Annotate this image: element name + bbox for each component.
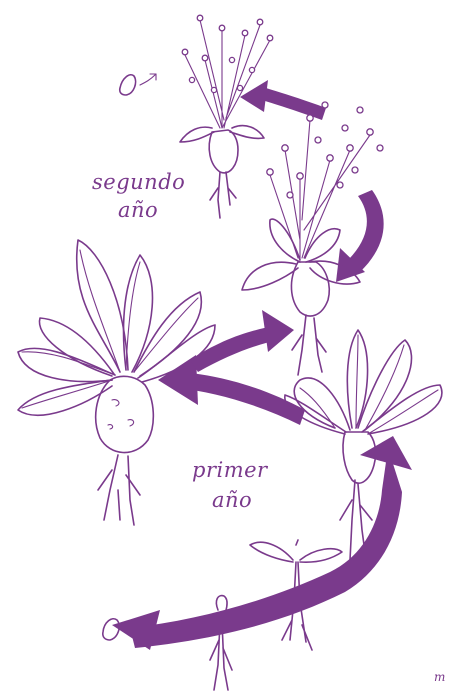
second-year-label-line2: año (118, 198, 158, 222)
artist-signature: m (434, 670, 446, 684)
growth-arrow-up-right (190, 326, 278, 372)
seed-top (120, 74, 156, 95)
seed-arrow-top-head (240, 80, 268, 112)
first-year-label-line2: año (212, 488, 252, 512)
flowering-arrow-curve (348, 190, 384, 272)
seed-bottom (103, 619, 119, 640)
seed-arrow-top (262, 88, 326, 120)
beet-first-year-right (285, 330, 442, 560)
second-year-label-line1: segundo (92, 170, 185, 194)
growth-arrow-up-right-head (262, 310, 294, 352)
beet-small-top (180, 15, 273, 218)
first-year-label-line1: primer (192, 458, 268, 482)
